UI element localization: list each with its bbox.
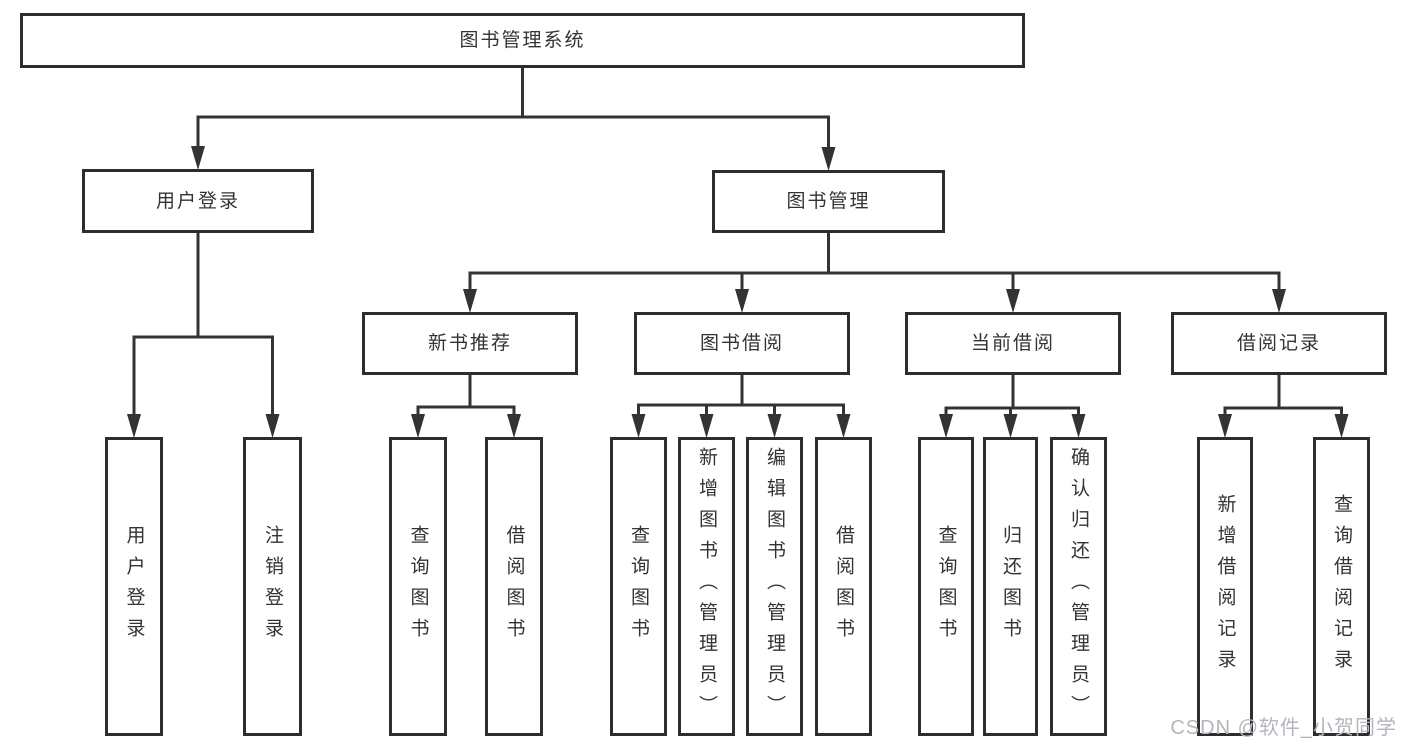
node-label-borrow-record: 借阅记录 [1236,333,1321,354]
arrowhead-icon [265,414,280,438]
node-book-borrow: 图书借阅 [634,312,850,375]
node-label-leaf-br-query: 查询借阅记录 [1331,493,1352,680]
arrowhead-icon [1334,414,1349,438]
node-leaf-cb-return: 归还图书 [983,437,1038,736]
arrowhead-icon [463,289,477,313]
watermark: CSDN @软件_小贺同学 [1170,717,1397,739]
node-root: 图书管理系统 [20,13,1025,68]
node-leaf-bb-add: 新增图书（管理员） [678,437,735,736]
node-leaf-nb-query: 查询图书 [389,437,447,736]
arrowhead-icon [127,414,141,438]
arrowhead-icon [1003,414,1018,438]
node-label-leaf-nb-borrow: 借阅图书 [503,524,525,649]
node-current-borrow: 当前借阅 [905,312,1121,375]
node-leaf-cb-query: 查询图书 [918,437,974,736]
node-label-leaf-br-add: 新增借阅记录 [1214,493,1236,680]
arrowhead-icon [191,146,205,170]
node-book-mgmt: 图书管理 [712,170,945,233]
node-leaf-bb-query: 查询图书 [610,437,667,736]
node-leaf-logout: 注销登录 [243,437,302,736]
node-label-new-book-rec: 新书推荐 [427,333,512,354]
arrowhead-icon [631,414,646,438]
node-leaf-bb-edit: 编辑图书（管理员） [746,437,803,736]
arrowhead-icon [767,414,782,438]
node-leaf-nb-borrow: 借阅图书 [485,437,543,736]
node-leaf-br-add: 新增借阅记录 [1197,437,1253,736]
arrowhead-icon [1006,289,1020,313]
node-leaf-bb-borrow: 借阅图书 [815,437,872,736]
node-user-login: 用户登录 [82,169,314,233]
arrowhead-icon [939,414,953,438]
arrowhead-icon [699,414,714,438]
arrowhead-icon [821,147,836,171]
arrowhead-icon [411,414,425,438]
arrowhead-icon [836,414,851,438]
node-label-leaf-cb-confirm: 确认归还（管理员） [1068,447,1089,726]
node-label-leaf-nb-query: 查询图书 [407,524,429,649]
arrowhead-icon [507,414,521,438]
node-leaf-br-query: 查询借阅记录 [1313,437,1370,736]
arrowhead-icon [1071,414,1086,438]
node-label-leaf-user-login: 用户登录 [123,524,145,649]
node-borrow-record: 借阅记录 [1171,312,1387,375]
node-label-leaf-logout: 注销登录 [262,524,283,649]
arrowhead-icon [1272,289,1286,313]
node-leaf-user-login: 用户登录 [105,437,163,736]
node-label-root: 图书管理系统 [459,30,586,51]
node-label-current-borrow: 当前借阅 [970,333,1055,354]
arrowhead-icon [735,289,749,313]
node-label-leaf-bb-add: 新增图书（管理员） [696,447,717,726]
node-label-user-login: 用户登录 [155,190,240,212]
node-new-book-rec: 新书推荐 [362,312,578,375]
node-label-leaf-bb-query: 查询图书 [628,524,649,649]
node-leaf-cb-confirm: 确认归还（管理员） [1050,437,1107,736]
node-label-book-borrow: 图书借阅 [699,333,784,354]
arrowhead-icon [1218,414,1232,438]
node-label-leaf-cb-query: 查询图书 [935,524,957,649]
node-label-leaf-cb-return: 归还图书 [1000,524,1021,649]
node-label-leaf-bb-borrow: 借阅图书 [833,524,854,649]
node-label-book-mgmt: 图书管理 [786,191,871,212]
node-label-leaf-bb-edit: 编辑图书（管理员） [764,447,785,726]
